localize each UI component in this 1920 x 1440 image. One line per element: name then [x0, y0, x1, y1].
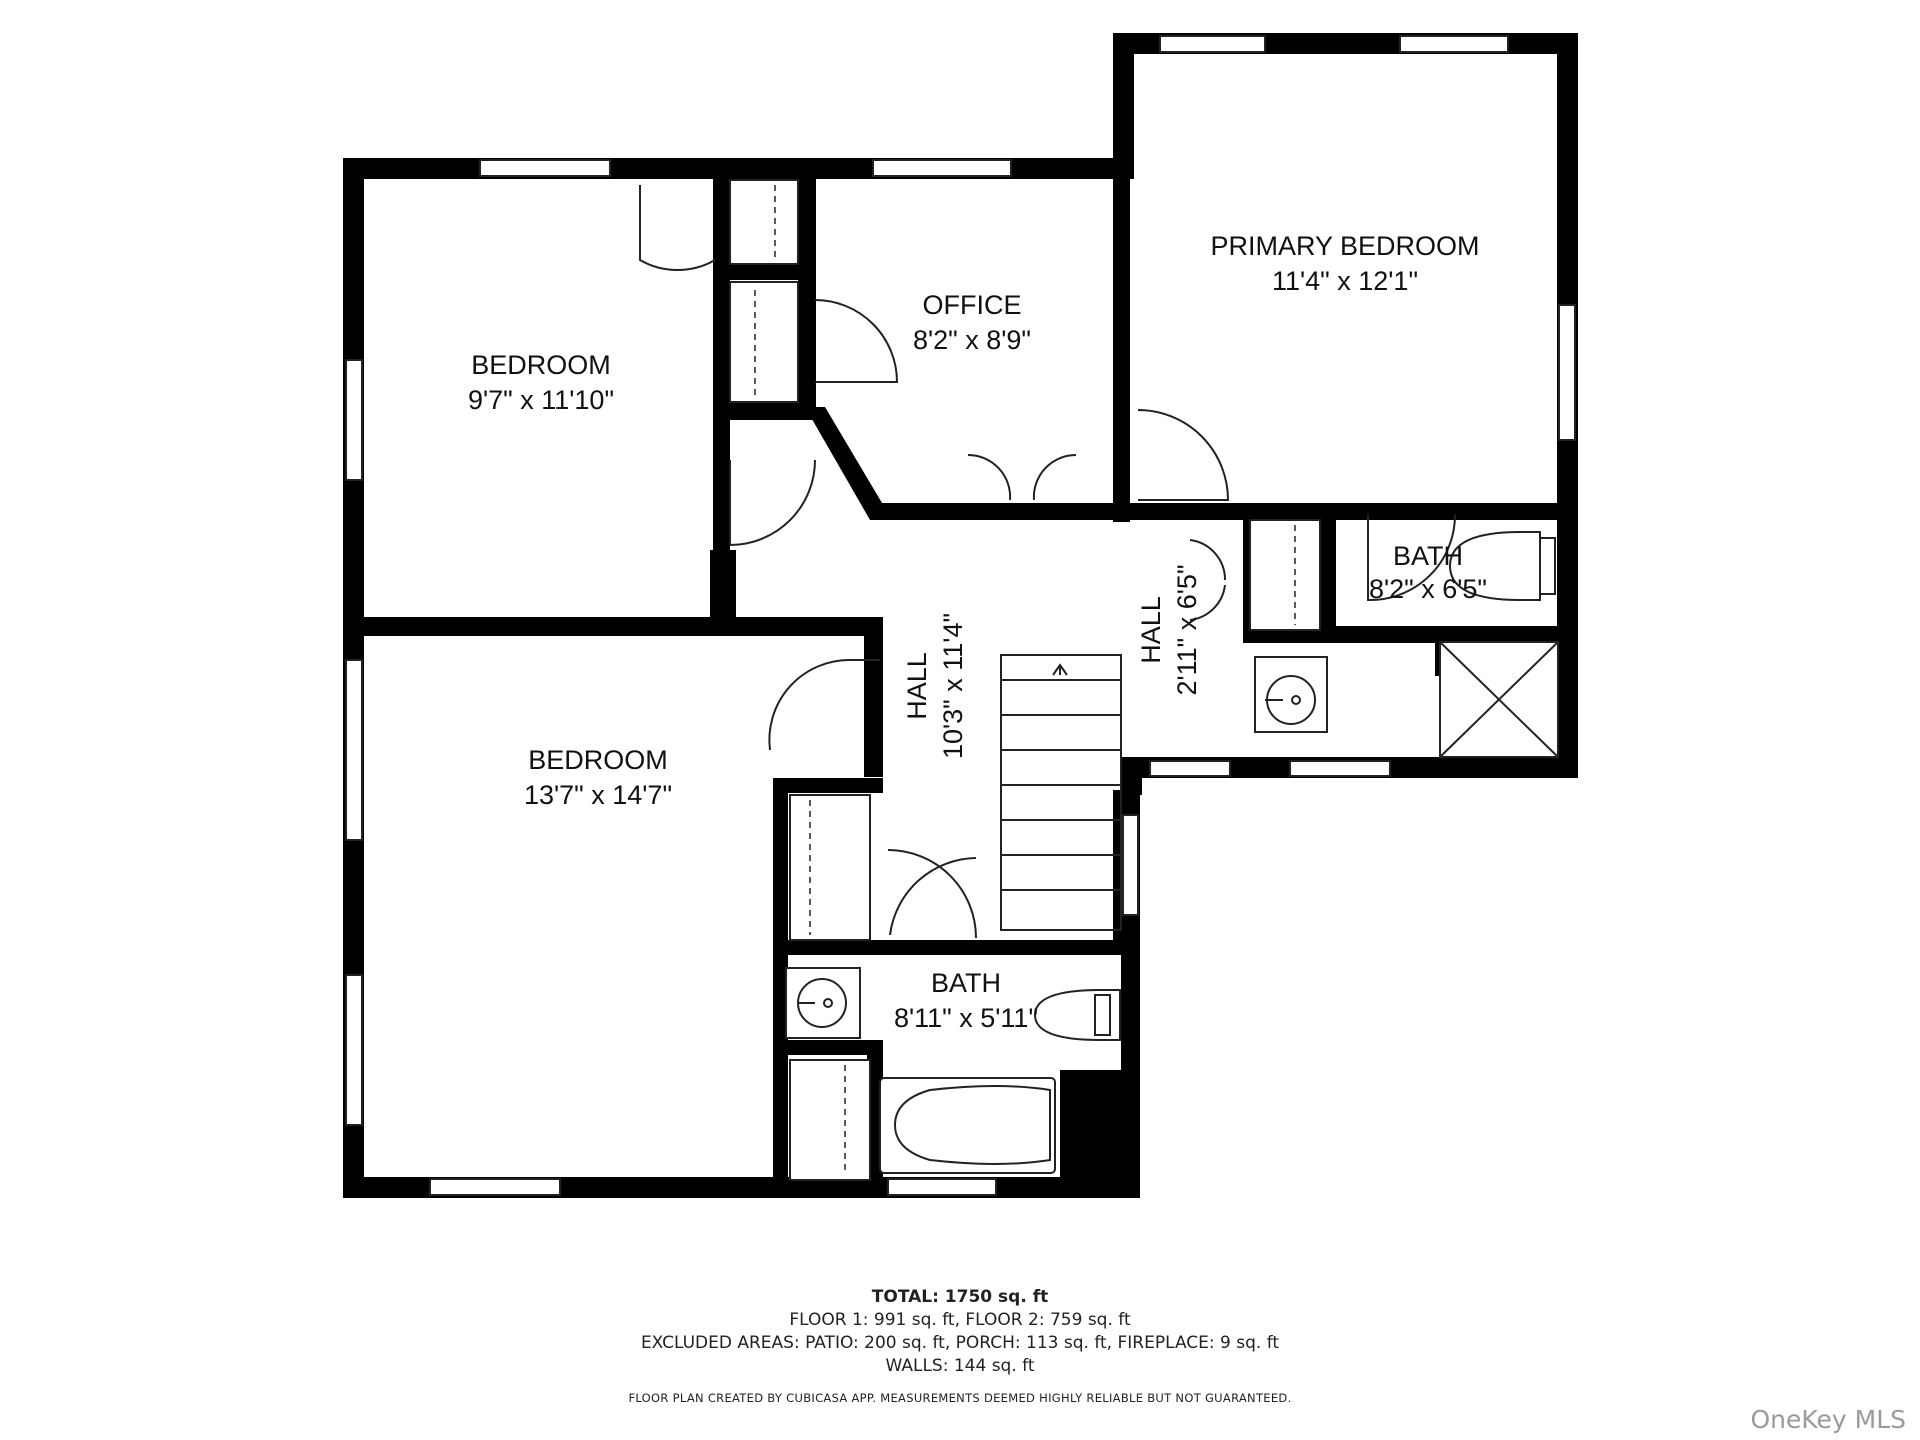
bath-hall-name: BATH [931, 968, 1001, 998]
closets [729, 179, 1321, 1181]
bedroom-lower-dims: 13'7" x 14'7" [524, 780, 672, 810]
office-name: OFFICE [923, 290, 1022, 320]
primary-bedroom-dims: 11'4" x 12'1" [1272, 266, 1418, 296]
bath-primary-dims: 8'2" x 6'5" [1369, 574, 1487, 604]
total-area: TOTAL: 1750 sq. ft [871, 1287, 1049, 1307]
bedroom-upper-dims: 9'7" x 11'10" [468, 385, 614, 415]
hall-main-name: HALL [902, 652, 932, 720]
hall-main-dims: 10'3" x 11'4" [938, 613, 968, 759]
excluded-areas: EXCLUDED AREAS: PATIO: 200 sq. ft, PORCH… [640, 1333, 1280, 1353]
hall-small-dims: 2'11" x 6'5" [1172, 564, 1202, 695]
bedroom-upper-name: BEDROOM [471, 350, 611, 380]
walls-area: WALLS: 144 sq. ft [885, 1356, 1035, 1376]
office-dims: 8'2" x 8'9" [913, 325, 1031, 355]
bath-hall-dims: 8'11" x 5'11" [894, 1003, 1038, 1033]
closet-rods [754, 185, 1296, 1175]
watermark: OneKey MLS [1750, 1405, 1906, 1434]
bedroom-lower-name: BEDROOM [528, 745, 668, 775]
doors [639, 185, 1456, 1161]
windows [345, 35, 1576, 1196]
room-labels: PRIMARY BEDROOM 11'4" x 12'1" OFFICE 8'2… [468, 231, 1487, 1033]
fixtures [785, 531, 1559, 1174]
primary-bedroom-name: PRIMARY BEDROOM [1210, 231, 1479, 261]
floor-areas: FLOOR 1: 991 sq. ft, FLOOR 2: 759 sq. ft [789, 1310, 1131, 1330]
hall-small-name: HALL [1136, 596, 1166, 664]
bath-primary-name: BATH [1393, 541, 1463, 571]
disclaimer: FLOOR PLAN CREATED BY CUBICASA APP. MEAS… [628, 1391, 1292, 1405]
stairs [1000, 654, 1122, 931]
